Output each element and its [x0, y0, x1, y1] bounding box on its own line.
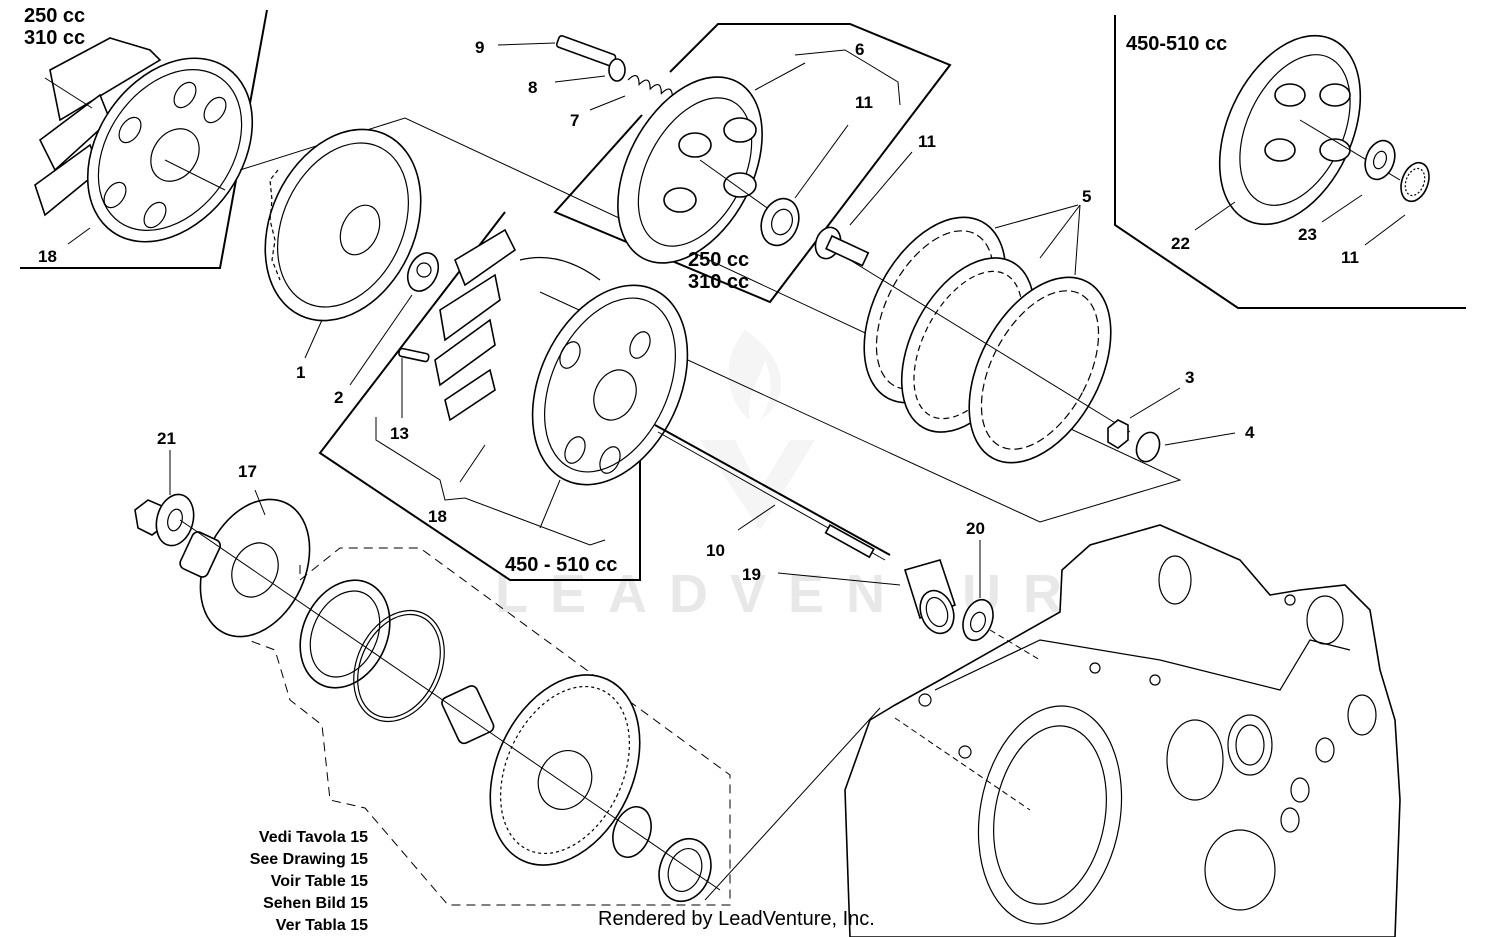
part-13-pin	[398, 347, 430, 418]
footer-attribution: Rendered by LeadVenture, Inc.	[598, 908, 875, 930]
part-12-thrust-piece	[814, 151, 913, 267]
ref-note-it: Vedi Tavola 15	[259, 829, 368, 846]
ref-note-en: See Drawing 15	[250, 851, 368, 868]
callout-11-250[interactable]: 11	[855, 93, 873, 112]
variant-label-450-510-housing: 450 - 510 cc	[505, 554, 617, 576]
callout-19[interactable]: 19	[742, 565, 761, 584]
part-4-lock-washer	[1135, 431, 1236, 463]
part-2-splined-washer	[349, 252, 440, 386]
callout-18-450[interactable]: 18	[428, 507, 447, 526]
part-19-bushing	[777, 559, 957, 635]
callout-20[interactable]: 20	[966, 519, 985, 538]
inset-box-450-510-housing: 450 - 510 cc	[318, 211, 689, 581]
part-23-washer	[1321, 139, 1396, 223]
part-17-primary-gear	[179, 489, 311, 638]
variant-label-250: 250 cc	[24, 5, 85, 27]
inset-box-450-510-pressure-plate: 450-510 cc	[1114, 15, 1466, 309]
callout-7[interactable]: 7	[570, 111, 579, 130]
clutch-housing-250-drawing	[34, 37, 254, 243]
callout-22[interactable]: 22	[1171, 234, 1190, 253]
callout-10[interactable]: 10	[706, 541, 725, 560]
callout-5[interactable]: 5	[1082, 187, 1091, 206]
callout-21: 21	[157, 429, 176, 448]
part-21-nut-washer	[134, 450, 195, 547]
pressure-plate-250-drawing	[617, 76, 771, 264]
part-11-bearing-450	[1364, 161, 1430, 246]
crankcase-drawing	[844, 524, 1401, 937]
callout-11-450[interactable]: 11	[1341, 248, 1359, 267]
clutch-housing-450-drawing	[434, 228, 689, 486]
watermark-text: LEADVENTURE	[495, 564, 1142, 624]
part-10-push-rod	[654, 424, 891, 561]
part-5-clutch-plates	[849, 204, 1131, 464]
ref-note-de: Sehen Bild 15	[263, 895, 368, 912]
variant-label-310: 310 cc	[24, 27, 85, 49]
part-8-washer	[554, 58, 626, 83]
callout-13[interactable]: 13	[390, 424, 409, 443]
callout-4[interactable]: 4	[1245, 423, 1255, 442]
pressure-plate-450-drawing	[1218, 34, 1401, 226]
callout-3[interactable]: 3	[1185, 368, 1194, 387]
callout-6[interactable]: 6	[855, 40, 864, 59]
part-9-bolt	[497, 35, 617, 67]
variant-label-310-pp: 310 cc	[688, 271, 749, 293]
callout-18-250[interactable]: 18	[38, 247, 57, 266]
part-11-bearing	[760, 124, 849, 247]
ref-note-fr: Voir Table 15	[271, 873, 368, 890]
drawing-15-group	[179, 519, 881, 906]
variant-label-250-pp: 250 cc	[688, 249, 749, 271]
callout-17[interactable]: 17	[238, 462, 257, 481]
inset-box-250-310-housing: 250 cc 310 cc 18	[20, 5, 268, 269]
inset-box-250-310-pressure-plate: 250 cc 310 cc	[553, 23, 952, 304]
ref-note-es: Ver Tabla 15	[276, 917, 368, 934]
watermark-logo-icon	[700, 330, 815, 530]
callout-12[interactable]: 11	[918, 132, 936, 151]
callout-23[interactable]: 23	[1298, 225, 1317, 244]
reference-note: Vedi Tavola 15 See Drawing 15 Voir Table…	[250, 829, 368, 934]
part-1-clutch-gear	[264, 128, 422, 359]
callout-9[interactable]: 9	[475, 38, 484, 57]
variant-label-450-510-top: 450-510 cc	[1126, 33, 1227, 55]
part-3-nut	[1107, 387, 1181, 449]
watermark: LEADVENTURE	[495, 330, 1142, 624]
part-7-spring	[589, 75, 674, 111]
callout-1[interactable]: 1	[296, 363, 305, 382]
part-20-shim-washer	[962, 540, 994, 642]
callout-8[interactable]: 8	[528, 78, 537, 97]
callout-2[interactable]: 2	[334, 388, 343, 407]
